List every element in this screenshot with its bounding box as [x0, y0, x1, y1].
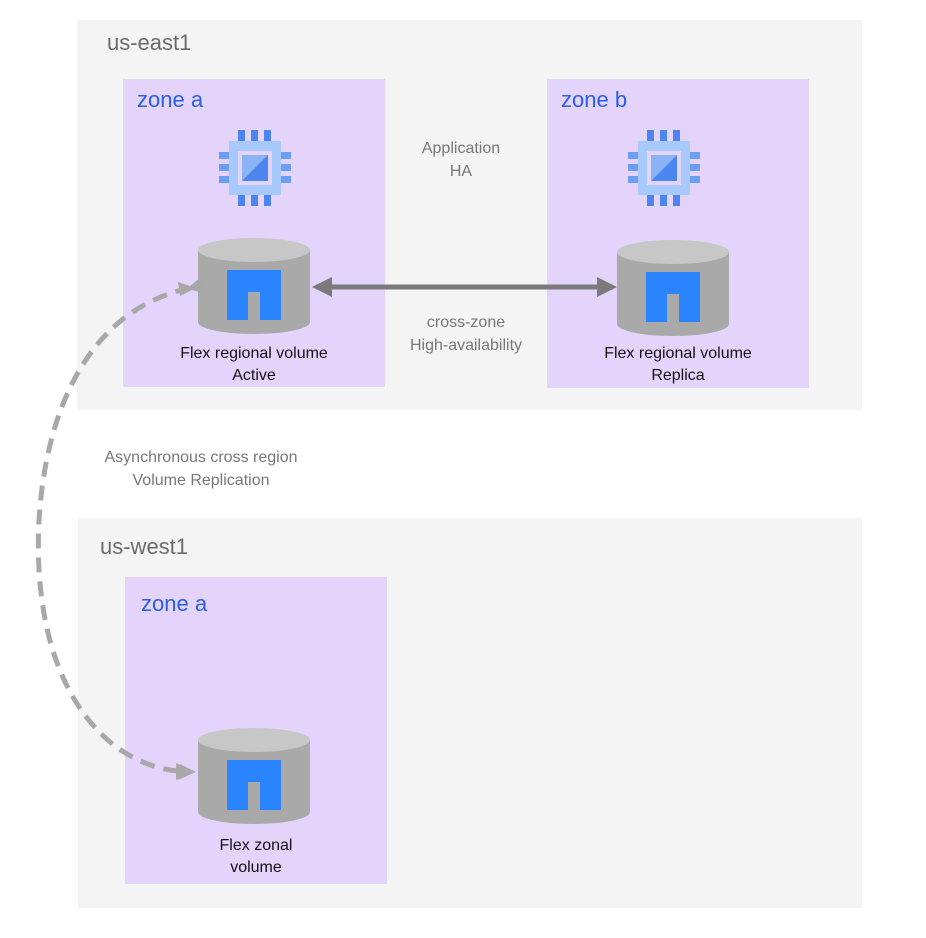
volume-name: Flex regional volume — [604, 345, 752, 362]
volume-role: Replica — [651, 367, 705, 384]
compute-chip-icon — [628, 130, 700, 206]
application-ha-label: Application HA — [380, 137, 542, 183]
netapp-volume-cylinder-icon — [198, 728, 310, 824]
netapp-volume-cylinder-icon — [617, 240, 729, 336]
cross-zone-ha-label: cross-zone High-availability — [386, 311, 546, 357]
cross-region-replication-arrow — [35, 276, 206, 781]
volume-name: Flex zonal — [219, 837, 293, 854]
region-label: us-west1 — [100, 534, 189, 559]
volume-caption: Flex regional volume Replica — [547, 343, 809, 387]
replication-arrowhead-bottom — [178, 764, 196, 780]
volume-caption: Flex zonal volume — [125, 835, 387, 879]
note-line: HA — [449, 163, 473, 180]
region-label: us-east1 — [107, 30, 192, 55]
volume-role: Active — [232, 367, 276, 384]
replication-arrowhead-top — [178, 282, 196, 296]
volume-caption: Flex regional volume Active — [123, 343, 385, 387]
note-line: Application — [421, 140, 501, 157]
zone-east-b: zone b Flex regional volume Replica — [547, 79, 809, 388]
note-line: High-availability — [409, 337, 523, 354]
volume-role: volume — [230, 859, 282, 876]
compute-chip-icon — [219, 130, 291, 206]
netapp-volume-cylinder-icon — [198, 238, 310, 334]
zone-label: zone b — [561, 87, 628, 112]
zone-label: zone a — [137, 87, 204, 112]
volume-name: Flex regional volume — [180, 345, 328, 362]
note-line: cross-zone — [426, 314, 506, 331]
